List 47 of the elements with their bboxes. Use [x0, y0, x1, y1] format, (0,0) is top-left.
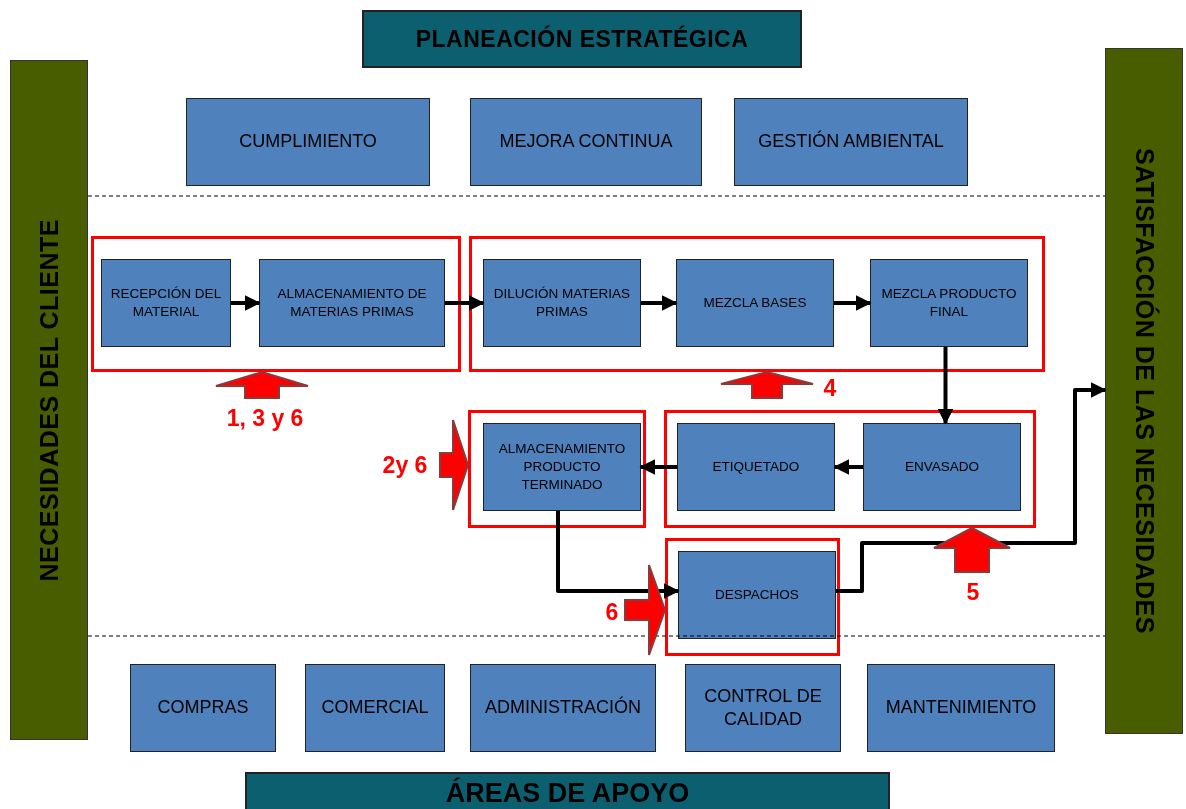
area-box: CONTROL DE CALIDAD: [685, 664, 841, 752]
block-arrow: [215, 370, 309, 399]
process-box: ALMACENAMIENTO PRODUCTO TERMINADO: [483, 423, 641, 511]
area-box: CUMPLIMIENTO: [186, 98, 430, 186]
arrow-label: 6: [605, 598, 619, 626]
arrow: [937, 347, 954, 425]
area-box: COMPRAS: [130, 664, 276, 752]
process-box: RECEPCIÓN DEL MATERIAL: [101, 259, 231, 347]
side-bar: [1105, 48, 1183, 734]
banner-box: PLANEACIÓN ESTRATÉGICA: [362, 10, 802, 68]
arrow: [641, 295, 678, 311]
group-frame: [91, 236, 461, 372]
process-box: MEZCLA PRODUCTO FINAL: [870, 259, 1028, 347]
arrow-label: 5: [966, 578, 980, 606]
arrow-label: 1, 3 y 6: [226, 404, 304, 432]
arrow-label: 4: [823, 374, 837, 402]
side-bar: [10, 60, 88, 740]
arrow: [556, 511, 680, 599]
process-box: DILUCIÓN MATERIAS PRIMAS: [483, 259, 641, 347]
block-arrow: [439, 419, 470, 511]
group-frame: [469, 236, 1045, 372]
arrow-label: 2y 6: [382, 451, 428, 479]
block-arrow: [720, 370, 814, 399]
arrow: [834, 295, 872, 311]
group-frame: [665, 538, 840, 656]
group-frame: [468, 410, 646, 528]
arrow: [445, 295, 485, 311]
block-arrow: [933, 526, 1011, 573]
process-box: DESPACHOS: [678, 551, 836, 639]
banner-box: ÁREAS DE APOYO: [245, 772, 890, 809]
block-arrow: [624, 564, 667, 656]
group-frame: [664, 410, 1036, 528]
area-box: COMERCIAL: [305, 664, 445, 752]
process-box: ENVASADO: [863, 423, 1021, 511]
process-box: ETIQUETADO: [677, 423, 835, 511]
arrow: [836, 382, 1107, 593]
arrow: [231, 295, 261, 311]
process-box: ALMACENAMIENTO DE MATERIAS PRIMAS: [259, 259, 445, 347]
side-bar-label: NECESIDADES DEL CLIENTE: [34, 218, 64, 582]
arrow: [833, 459, 863, 475]
area-box: ADMINISTRACIÓN: [470, 664, 656, 752]
arrow: [639, 459, 677, 475]
area-box: MEJORA CONTINUA: [470, 98, 702, 186]
process-box: MEZCLA BASES: [676, 259, 834, 347]
area-box: MANTENIMIENTO: [867, 664, 1055, 752]
area-box: GESTIÓN AMBIENTAL: [734, 98, 968, 186]
side-bar-label: SATISFACCIÓN DE LAS NECESIDADES: [1129, 148, 1159, 634]
